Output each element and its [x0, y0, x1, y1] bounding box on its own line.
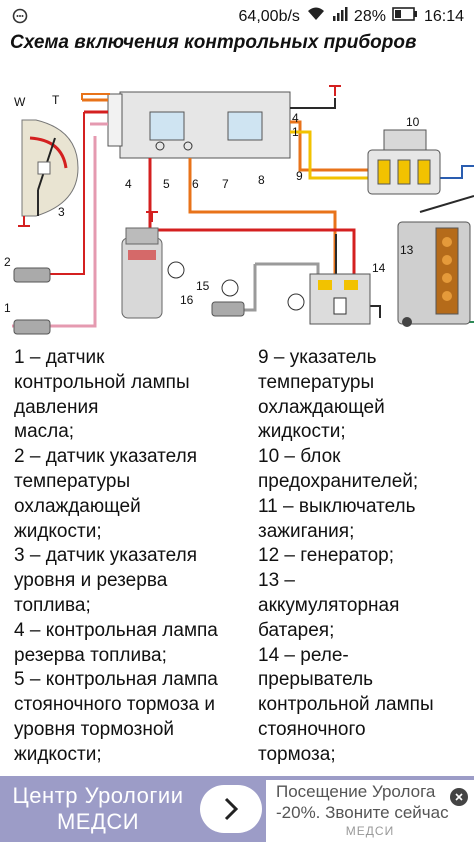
label-4: 4 [125, 177, 132, 191]
legend-line: температуры [258, 371, 375, 393]
label-10: 10 [406, 115, 420, 129]
label-6: 6 [192, 177, 199, 191]
status-bar: 64,00b/s 28% 16:14 [0, 0, 474, 34]
legend-line: стояночного тормоза и [14, 694, 216, 716]
legend-line: контрольной лампы [258, 694, 434, 716]
legend-line: 14 – реле- [258, 644, 349, 666]
legend-line: 11 – выключатель [258, 495, 416, 517]
wiring-diagram: W T 1 2 3 4 5 6 7 8 9 10 13 14 15 16 4 1 [4, 85, 474, 335]
label-pin4: 4 [292, 111, 299, 125]
signal-icon [332, 6, 348, 27]
label-8: 8 [258, 173, 265, 187]
legend-line: охлаждающей [258, 396, 385, 418]
legend: 1 – датчик контрольной лампы давления ма… [0, 346, 474, 776]
instrument-cluster [107, 91, 291, 159]
sensors [13, 261, 305, 335]
battery-icon [392, 7, 418, 26]
legend-line: жидкости; [14, 520, 102, 542]
page-title: Схема включения контрольных приборов [10, 32, 417, 53]
label-2: 2 [4, 255, 11, 269]
ad-close-button[interactable] [450, 788, 468, 806]
battery-percent: 28% [353, 7, 386, 25]
ad-next-button[interactable] [200, 785, 262, 833]
ad-brand-line2: МЕДСИ [56, 809, 140, 834]
legend-line: батарея; [258, 619, 335, 641]
legend-line: контрольной лампы [14, 371, 190, 393]
label-16: 16 [180, 293, 194, 307]
legend-line: жидкости; [258, 421, 346, 443]
label-15: 15 [196, 279, 210, 293]
brake-fluid-sensor [121, 227, 163, 319]
label-pin1: 1 [292, 125, 299, 139]
legend-left-column: 1 – датчик контрольной лампы давления ма… [14, 346, 250, 768]
legend-line: прерыватель [258, 669, 374, 691]
legend-line: жидкости; [14, 743, 102, 765]
legend-line: 13 – [258, 570, 295, 592]
label-14: 14 [372, 261, 386, 275]
legend-line: резерва топлива; [14, 644, 167, 666]
ground-markers [18, 85, 341, 227]
notification-icon [12, 8, 28, 29]
close-icon [455, 793, 463, 801]
legend-line: тормоза; [258, 743, 336, 765]
fuel-gauge-panel [21, 119, 79, 217]
legend-line: масла; [14, 421, 75, 443]
chevron-right-icon [224, 797, 239, 821]
relay-breaker [309, 273, 371, 325]
label-5: 5 [163, 177, 170, 191]
label-7: 7 [222, 177, 229, 191]
clock: 16:14 [423, 7, 464, 25]
label-13: 13 [400, 243, 414, 257]
legend-line: 3 – датчик указателя [14, 545, 197, 567]
legend-line: 5 – контрольная лампа [14, 669, 218, 691]
legend-line: 12 – генератор; [258, 545, 395, 567]
ad-brand[interactable]: Центр Урологии МЕДСИ [0, 783, 196, 835]
wifi-icon [306, 6, 326, 27]
legend-line: топлива; [14, 594, 91, 616]
legend-line: 9 – указатель [258, 347, 377, 368]
network-speed: 64,00b/s [238, 7, 300, 25]
fuse-block [367, 129, 441, 195]
ad-sponsor: МЕДСИ [345, 824, 395, 838]
legend-line: стояночного [258, 718, 366, 740]
legend-line: температуры [14, 470, 131, 492]
legend-line: 4 – контрольная лампа [14, 619, 218, 641]
legend-line: 1 – датчик [14, 347, 105, 368]
legend-line: предохранителей; [258, 470, 419, 492]
legend-line: 2 – датчик указателя [14, 446, 197, 468]
ad-banner[interactable]: Центр Урологии МЕДСИ Посещение Уролога -… [0, 776, 474, 842]
ad-brand-line1: Центр Урологии [12, 783, 184, 808]
ad-headline: Посещение Уролога [276, 782, 436, 801]
ad-subline: -20%. Звоните сейчас [276, 803, 449, 822]
label-w: W [14, 95, 26, 109]
label-t: T [52, 93, 60, 107]
legend-right-column: 9 – указатель температуры охлаждающей жи… [258, 346, 470, 768]
label-1: 1 [4, 301, 11, 315]
legend-line: зажигания; [258, 520, 355, 542]
legend-line: охлаждающей [14, 495, 141, 517]
legend-line: 10 – блок [258, 446, 341, 468]
legend-line: аккумуляторная [258, 594, 400, 616]
legend-line: давления [14, 396, 99, 418]
label-9: 9 [296, 169, 303, 183]
ad-text-card[interactable]: Посещение Уролога -20%. Звоните сейчас М… [266, 780, 474, 842]
battery-component [397, 221, 471, 327]
label-3: 3 [58, 205, 65, 219]
legend-line: уровня и резерва [14, 570, 168, 592]
legend-line: уровня тормозной [14, 718, 174, 740]
